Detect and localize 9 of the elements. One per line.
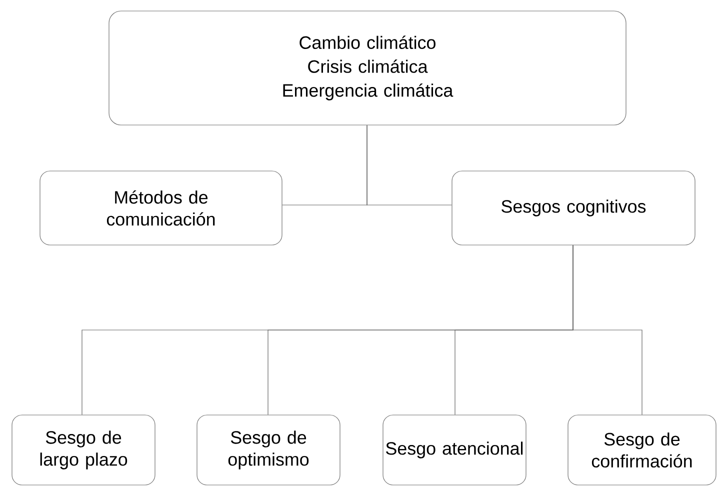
- bias-box: Sesgo de confirmación: [568, 414, 716, 486]
- connector-line: [366, 125, 452, 206]
- topic-box: Cambio climático Crisis climática Emergencia climática: [108, 10, 626, 126]
- category-box: Métodos de comunicación: [40, 170, 282, 246]
- bias-box: Sesgo de optimismo: [196, 414, 340, 486]
- bias-box: Sesgo atencional: [382, 414, 526, 486]
- category-box: Sesgos cognitivos: [452, 170, 696, 246]
- bias-box: Sesgo de largo plazo: [12, 414, 156, 486]
- connector-line: [572, 245, 642, 415]
